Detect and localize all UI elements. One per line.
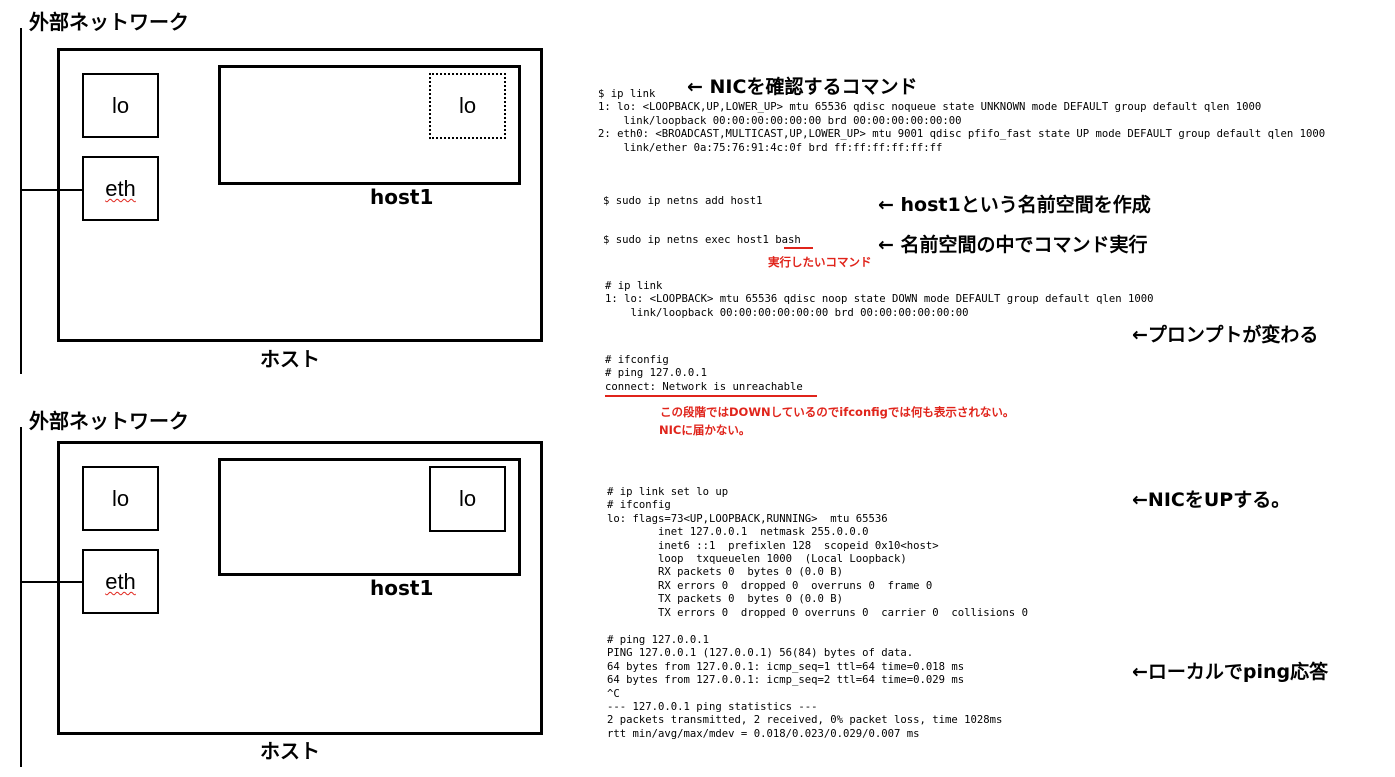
external-network-label: 外部ネットワーク (29, 10, 189, 34)
eth-box (82, 549, 159, 614)
netns-add-command: $ sudo ip netns add host1 (603, 195, 763, 207)
create-namespace-annotation: ← host1という名前空間を作成 (878, 194, 1151, 216)
ping-success-output: # ping 127.0.0.1 PING 127.0.0.1 (127.0.0… (607, 634, 1003, 740)
prompt-change-annotation: ←プロンプトが変わる (1132, 324, 1319, 346)
host-box (57, 441, 543, 735)
eth-link-line (20, 581, 82, 583)
external-network-line (20, 28, 22, 374)
eth-box (82, 156, 159, 221)
eth-label: eth (105, 176, 136, 201)
nic-up-annotation: ←NICをUPする。 (1132, 489, 1291, 511)
ifconfig-ping-output: # ifconfig # ping 127.0.0.1 connect: Net… (605, 354, 803, 393)
down-note-line2: NICに届かない。 (659, 423, 751, 437)
local-ping-annotation: ←ローカルでping応答 (1132, 661, 1329, 683)
eth-link-line (20, 189, 82, 191)
down-note-line1: この段階ではDOWNしているのでifconfigでは何も表示されない。 (660, 405, 1015, 419)
host-box (57, 48, 543, 342)
lo-box (82, 73, 159, 138)
external-network-label: 外部ネットワーク (29, 409, 189, 433)
host-label: ホスト (260, 347, 320, 371)
namespace-lo-box (429, 73, 506, 139)
bash-underline (784, 247, 813, 249)
lo-box (82, 466, 159, 531)
exec-namespace-annotation: ← 名前空間の中でコマンド実行 (878, 234, 1148, 256)
namespace-lo-label: lo (458, 486, 477, 511)
namespace-box (218, 458, 521, 576)
lo-label: lo (111, 93, 130, 118)
exec-command-note: 実行したいコマンド (768, 255, 872, 269)
namespace-ip-link-output: # ip link 1: lo: <LOOPBACK> mtu 65536 qd… (605, 280, 1154, 319)
lo-label: lo (111, 486, 130, 511)
namespace-box (218, 65, 521, 185)
nic-check-annotation: ← NICを確認するコマンド (687, 76, 918, 98)
lo-up-output: # ip link set lo up # ifconfig lo: flags… (607, 486, 1028, 619)
unreachable-underline (605, 395, 817, 397)
ip-link-output: $ ip link 1: lo: <LOOPBACK,UP,LOWER_UP> … (598, 88, 1326, 154)
eth-label: eth (105, 569, 136, 594)
external-network-line (20, 427, 22, 767)
namespace-label: host1 (370, 185, 434, 209)
namespace-label: host1 (370, 576, 434, 600)
namespace-lo-box (429, 466, 506, 532)
host-label: ホスト (260, 739, 320, 763)
netns-exec-command: $ sudo ip netns exec host1 bash (603, 234, 801, 246)
namespace-lo-label: lo (458, 93, 477, 118)
